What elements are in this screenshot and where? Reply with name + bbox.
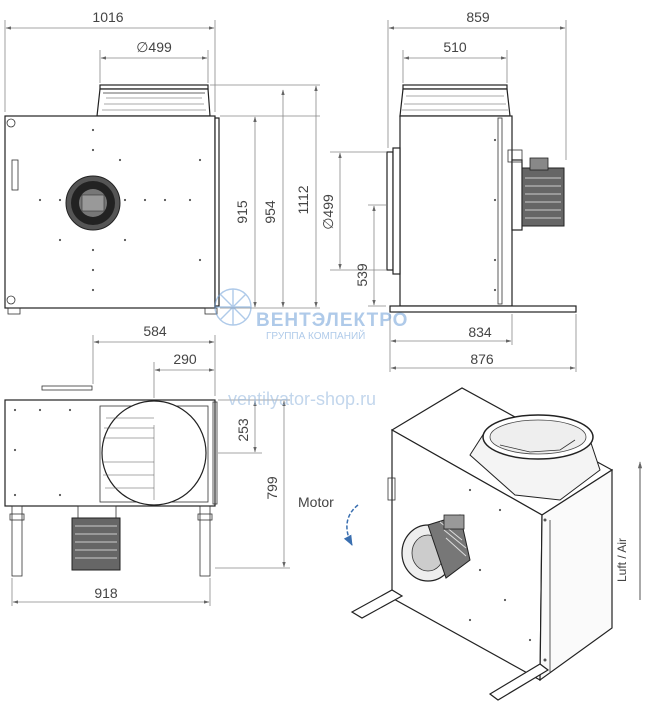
dim-584: 584 bbox=[143, 323, 167, 339]
dim-510: 510 bbox=[443, 39, 467, 55]
dim-834: 834 bbox=[468, 324, 492, 340]
brand-url: ventilyator-shop.ru bbox=[228, 389, 376, 409]
dim-859: 859 bbox=[466, 9, 490, 25]
dim-918: 918 bbox=[94, 585, 118, 601]
dim-954: 954 bbox=[262, 200, 278, 224]
dim-915: 915 bbox=[234, 200, 250, 224]
isometric-view: Motor Luft / Air bbox=[298, 387, 643, 701]
dim-876: 876 bbox=[470, 351, 494, 367]
front-view: 1016 ∅499 915 954 1112 bbox=[4, 9, 320, 315]
dim-diameter-499-side: ∅499 bbox=[320, 194, 336, 230]
dim-1016: 1016 bbox=[92, 9, 123, 25]
brand-logo-icon bbox=[214, 288, 252, 326]
dim-799: 799 bbox=[264, 476, 280, 500]
brand-name: ВЕНТЭЛЕКТРО bbox=[256, 310, 408, 331]
brand-watermark: ВЕНТЭЛЕКТРО ГРУППА КОМПАНИЙ ventilyator-… bbox=[214, 288, 408, 409]
dim-diameter-499-front: ∅499 bbox=[136, 39, 172, 55]
dim-290: 290 bbox=[173, 351, 197, 367]
dim-1112: 1112 bbox=[295, 185, 311, 214]
dim-253: 253 bbox=[235, 418, 251, 442]
dim-539: 539 bbox=[354, 263, 370, 287]
airflow-label: Luft / Air bbox=[615, 538, 629, 582]
motor-label: Motor bbox=[298, 494, 334, 510]
top-view: 584 290 253 799 918 bbox=[4, 323, 290, 606]
brand-subtitle: ГРУППА КОМПАНИЙ bbox=[266, 329, 365, 342]
side-view: 859 510 ∅499 539 834 876 bbox=[320, 9, 577, 372]
